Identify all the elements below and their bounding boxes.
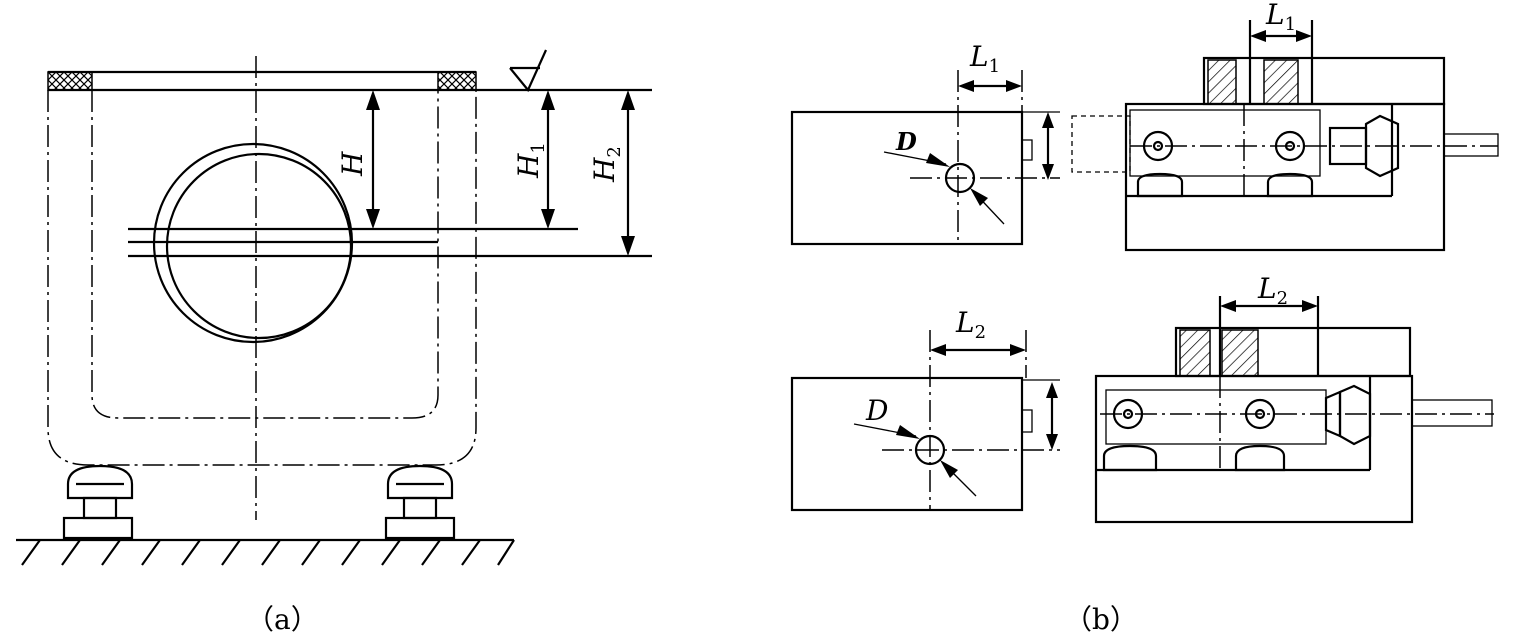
top-left-label-l1: L1 <box>969 40 1000 77</box>
top-right-crosshatch <box>437 71 477 91</box>
top-left-crosshatch <box>47 71 93 91</box>
dimension-h1 <box>541 90 555 229</box>
dimension-h2 <box>621 90 635 256</box>
label-h2: H2 <box>588 146 625 183</box>
caption-a: （a） <box>246 603 319 636</box>
bottom-hole-circle <box>914 434 946 466</box>
right-foot <box>384 464 456 540</box>
top-left-label-d: D <box>895 127 917 156</box>
figure-b-bottom-fixture <box>1094 296 1494 524</box>
top-right-label-l1: L1 <box>1265 0 1296 35</box>
figure-b-top-workpiece <box>790 70 1060 246</box>
surface-finish-symbol <box>509 49 548 93</box>
bottom-right-label-l2: L2 <box>1257 272 1288 309</box>
svg-text:H1: H1 <box>512 142 549 179</box>
top-hole-circle <box>944 162 976 194</box>
dimension-h <box>366 90 380 229</box>
figure-b-bottom-workpiece <box>790 330 1060 512</box>
ground-hatch <box>16 538 515 566</box>
inner-frame-phantom <box>91 90 439 419</box>
left-foot <box>62 464 134 540</box>
figure-b-top-fixture <box>1071 20 1499 252</box>
top-drill-bushing-right <box>1263 59 1299 105</box>
outer-frame-phantom <box>47 90 477 466</box>
bottom-left-label-d: D <box>865 394 888 427</box>
svg-text:H2: H2 <box>588 146 625 183</box>
caption-b: （b） <box>1064 603 1138 636</box>
label-h1: H1 <box>512 142 549 179</box>
bottom-left-label-l2: L2 <box>955 306 986 343</box>
label-h: H <box>336 151 369 177</box>
bore-circle-2 <box>165 152 353 340</box>
bottom-drill-bushing-left <box>1179 329 1211 377</box>
bottom-drill-bushing-right <box>1221 329 1259 377</box>
figure-a-machine-setup: H H1 H2 <box>16 49 652 566</box>
top-drill-bushing-left <box>1207 59 1237 105</box>
